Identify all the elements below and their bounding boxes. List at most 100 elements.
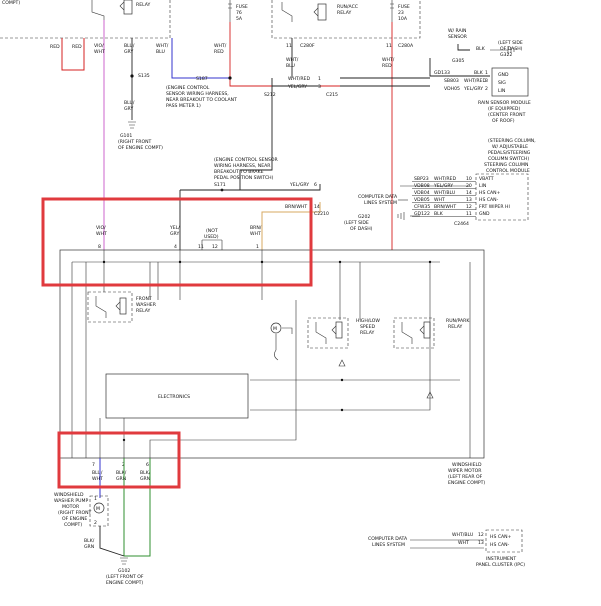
svg-text:SB803: SB803 — [444, 78, 459, 84]
svg-text:WHT/RED: WHT/RED — [288, 76, 310, 82]
svg-text:HS CAN+: HS CAN+ — [490, 534, 512, 540]
svg-text:ELECTRONICS: ELECTRONICS — [158, 394, 190, 400]
svg-text:10A: 10A — [398, 16, 408, 22]
svg-text:(LEFT FRONT OF: (LEFT FRONT OF — [106, 574, 144, 580]
steering-row-label: FRT WIPER HI — [479, 204, 510, 210]
svg-text:WHT: WHT — [92, 476, 103, 482]
svg-text:COMPUTER DATA: COMPUTER DATA — [358, 194, 398, 200]
svg-text:CONTROL MODULE: CONTROL MODULE — [486, 168, 530, 174]
svg-text:76: 76 — [236, 10, 242, 16]
steering-row-wire: WHT/BLU — [434, 190, 455, 196]
svg-text:FRONT: FRONT — [136, 296, 152, 302]
svg-text:13: 13 — [478, 540, 484, 546]
svg-text:COLUMN SWITCH): COLUMN SWITCH) — [488, 156, 529, 162]
s187-label: S187 — [196, 76, 208, 82]
steering-row-circuit: VDB05 — [414, 197, 430, 203]
steering-row-wire: WHT/RED — [434, 176, 456, 182]
compt-label: COMPT) — [2, 0, 20, 6]
svg-text:12: 12 — [212, 244, 218, 250]
brown-wire — [261, 202, 321, 250]
svg-text:HIGH/LOW: HIGH/LOW — [356, 318, 380, 324]
svg-text:2: 2 — [94, 520, 97, 526]
steering-row-label: GND — [479, 211, 490, 217]
svg-text:(LEFT REAR OF: (LEFT REAR OF — [448, 474, 483, 480]
svg-text:OF DASH): OF DASH) — [350, 226, 373, 232]
svg-text:RUN/ACC: RUN/ACC — [337, 4, 358, 10]
svg-text:RED: RED — [382, 63, 392, 69]
svg-text:11: 11 — [386, 43, 392, 49]
svg-text:RED: RED — [50, 44, 60, 50]
svg-text:14: 14 — [314, 204, 320, 210]
svg-text:BLU/: BLU/ — [124, 100, 135, 106]
svg-text:RAIN SENSOR MODULE: RAIN SENSOR MODULE — [478, 100, 531, 106]
steering-row-label: HS CAN- — [479, 197, 499, 203]
highlight-box-bottom — [57, 431, 181, 489]
svg-text:WHT: WHT — [458, 540, 469, 546]
steering-row-circuit: SBP23 — [414, 176, 429, 182]
svg-text:BLU: BLU — [286, 63, 295, 69]
svg-text:(LEFT SIDE: (LEFT SIDE — [498, 40, 523, 46]
svg-text:G101: G101 — [120, 133, 132, 139]
s212-label: S212 — [264, 92, 276, 98]
svg-text:VDH05: VDH05 — [444, 86, 460, 92]
wiper-motor-m: M — [270, 322, 293, 361]
rain-sensor-wires: WHT/RED YEL/GRY 1 3 YEL/GRY — [239, 76, 430, 191]
svg-text:8: 8 — [98, 244, 101, 250]
wht-red-wire — [229, 22, 340, 87]
svg-text:WHT/: WHT/ — [382, 57, 395, 63]
svg-text:FUSE: FUSE — [236, 4, 248, 10]
svg-text:YEL/GRY: YEL/GRY — [287, 84, 307, 90]
ground-g102-symbol — [120, 557, 128, 565]
svg-text:NEAR BREAKOUT TO COOLANT: NEAR BREAKOUT TO COOLANT — [166, 97, 237, 103]
svg-text:W/ RAIN: W/ RAIN — [448, 28, 467, 34]
svg-text:WASHER PUMP: WASHER PUMP — [54, 498, 88, 504]
bottom-highlight-area: 7 2 6 BLU/ WHT BLK/ GRN BLK/ GRN — [92, 458, 151, 557]
run-park-relay: RUN/PARK RELAY — [393, 317, 470, 399]
svg-text:BLU: BLU — [156, 49, 165, 55]
svg-text:(ENGINE CONTROL SENSOR: (ENGINE CONTROL SENSOR — [214, 157, 279, 163]
steering-row-circuit: GD122 — [414, 211, 430, 217]
steering-box — [475, 173, 529, 221]
steering-row-label: LIN — [479, 183, 486, 189]
svg-text:(LEFT SIDE: (LEFT SIDE — [344, 220, 369, 226]
svg-text:COMPT): COMPT) — [64, 522, 82, 528]
svg-text:WHT: WHT — [250, 231, 261, 237]
svg-text:(NOT: (NOT — [206, 228, 218, 234]
svg-text:C2464: C2464 — [454, 221, 469, 227]
relay-1-label: RELAY — [136, 2, 151, 8]
svg-text:RED: RED — [72, 44, 82, 50]
svg-text:OF DASH): OF DASH) — [500, 46, 523, 52]
svg-text:G202: G202 — [358, 214, 370, 220]
svg-text:RUN/PARK: RUN/PARK — [446, 318, 470, 324]
svg-text:YEL/GRY: YEL/GRY — [289, 182, 309, 188]
svg-text:GRN: GRN — [84, 544, 94, 550]
svg-text:WHT: WHT — [94, 49, 105, 55]
svg-text:OF ROOF): OF ROOF) — [492, 118, 515, 124]
svg-text:1: 1 — [318, 76, 321, 82]
c215-label: C215 — [326, 92, 338, 98]
svg-text:RELAY: RELAY — [360, 330, 375, 336]
steering-row-label: VBATT — [479, 176, 494, 182]
svg-text:M: M — [273, 326, 277, 332]
svg-text:PEDALS/STEERING: PEDALS/STEERING — [488, 150, 531, 156]
steering-row-label: HS CAN+ — [479, 190, 501, 196]
steering-row-pin: 12 — [466, 204, 472, 210]
svg-text:(ENGINE CONTROL: (ENGINE CONTROL — [166, 85, 210, 91]
svg-text:RELAY: RELAY — [136, 308, 151, 314]
svg-text:SENSOR WIRING HARNESS,: SENSOR WIRING HARNESS, — [166, 91, 229, 97]
electronics-box — [105, 373, 249, 419]
svg-text:USED): USED) — [204, 234, 219, 240]
svg-text:WHT: WHT — [96, 231, 107, 237]
svg-text:12: 12 — [478, 532, 484, 538]
svg-text:BREAKOUT TO BRAKE: BREAKOUT TO BRAKE — [214, 169, 264, 175]
svg-text:4: 4 — [174, 244, 177, 250]
top-left-relay-box: COMPT) RELAY — [0, 0, 171, 39]
svg-text:2: 2 — [485, 86, 488, 92]
svg-text:STEERING COLUMN: STEERING COLUMN — [484, 162, 528, 168]
svg-text:1: 1 — [256, 244, 259, 250]
svg-text:SIG: SIG — [498, 80, 506, 86]
wiper-module-outline — [59, 249, 485, 459]
svg-text:1: 1 — [94, 496, 97, 502]
svg-text:BLU/: BLU/ — [124, 43, 135, 49]
